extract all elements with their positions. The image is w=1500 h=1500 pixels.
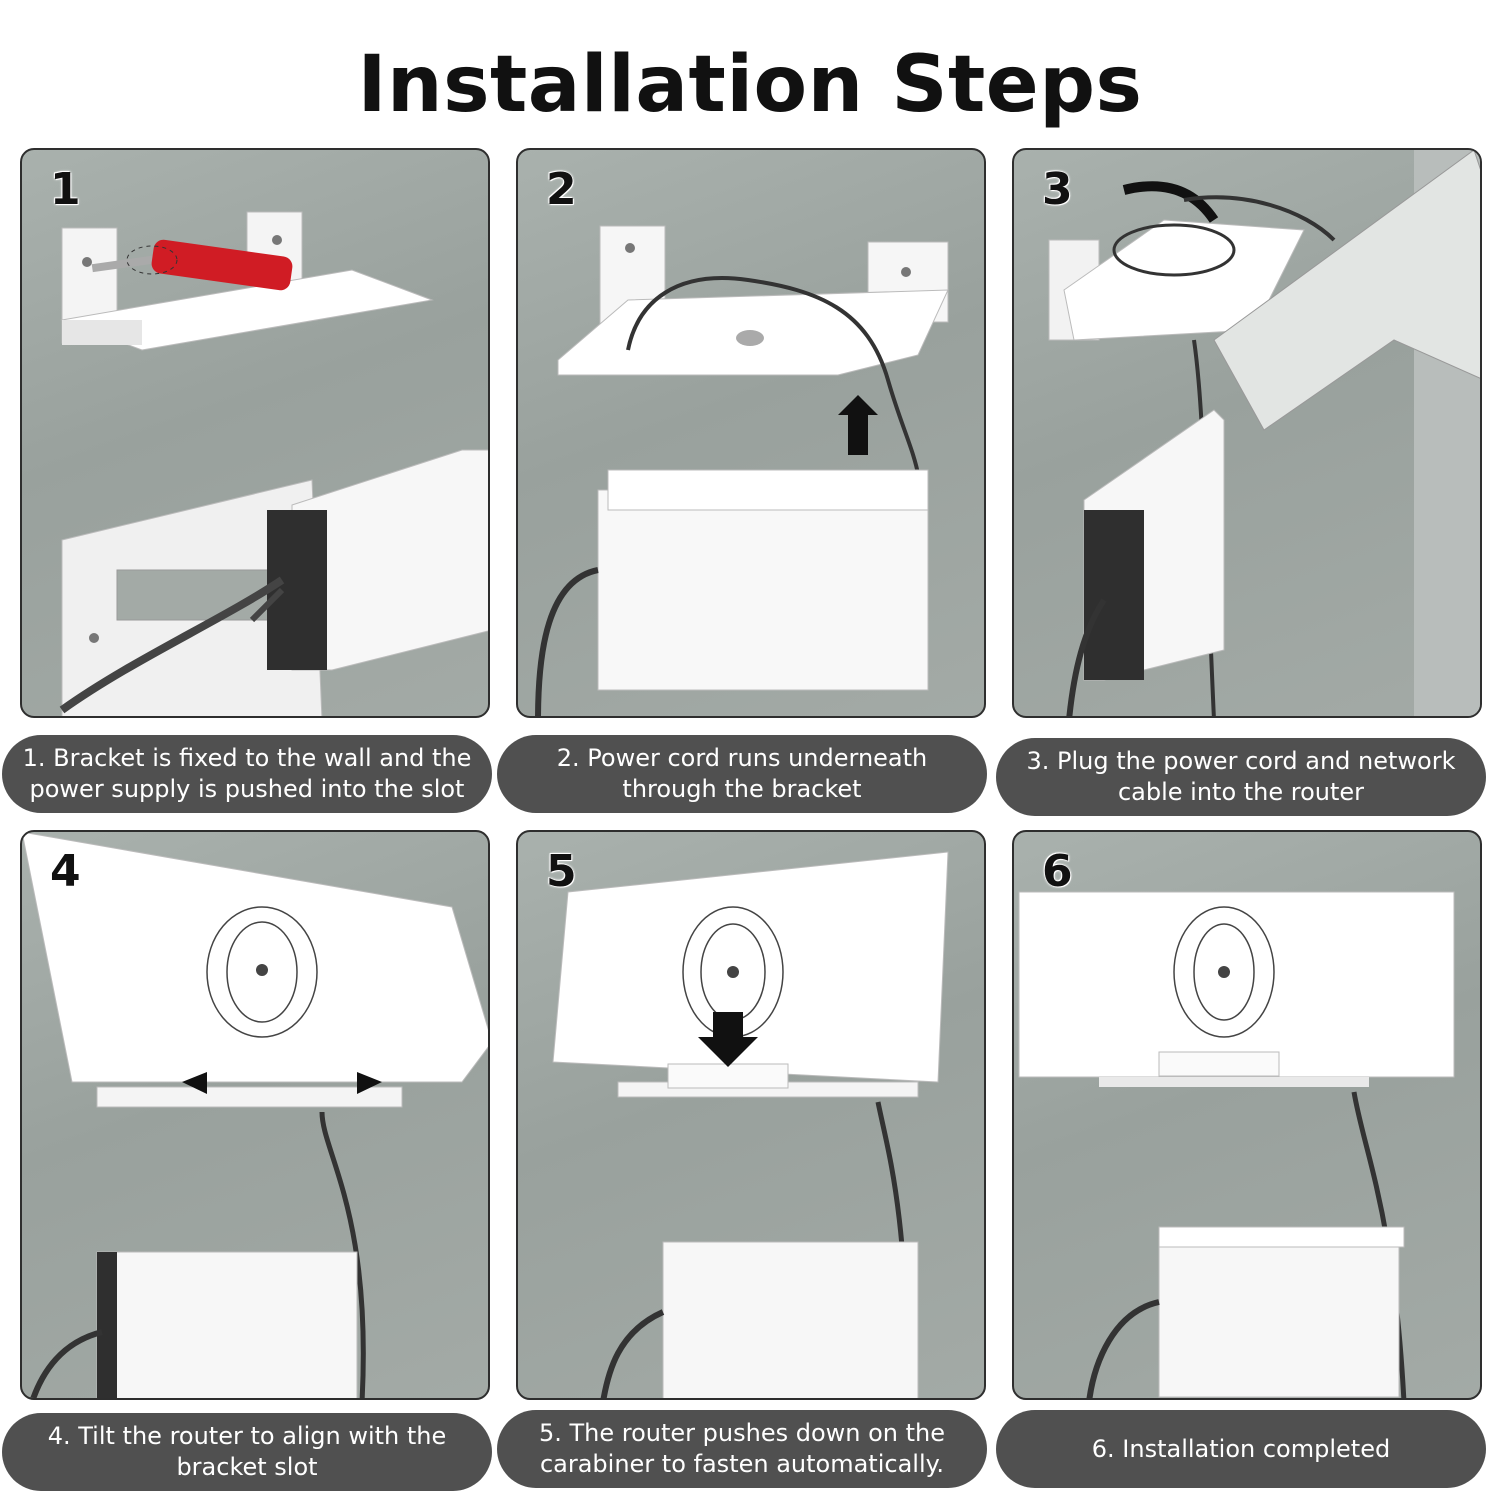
step-number: 5 [546,846,577,897]
step-1-caption: 1. Bracket is fixed to the wall and the … [2,735,492,813]
step-3-illustration [1048,150,1480,716]
step-number: 6 [1042,846,1073,897]
step-5-panel: 5 [516,830,986,1400]
step-2-illustration [535,225,949,716]
step-2-caption: 2. Power cord runs underneath through th… [497,735,987,813]
step-3-caption: 3. Plug the power cord and network cable… [996,738,1486,816]
step-number: 1 [50,164,81,215]
step-6-panel: 6 [1012,830,1482,1400]
step-6-caption: 6. Installation completed [996,1410,1486,1488]
step-5-caption: 5. The router pushes down on the carabin… [497,1410,987,1488]
step-number: 4 [50,846,81,897]
step-6-illustration [1018,891,1455,1398]
step-1-illustration [59,211,488,716]
step-3-panel: 3 [1012,148,1482,718]
step-4-panel: 4 [20,830,490,1400]
step-2-panel: 2 [516,148,986,718]
step-number: 3 [1042,164,1073,215]
step-5-illustration [552,851,949,1398]
step-4-caption: 4. Tilt the router to align with the bra… [2,1413,492,1491]
wifi-logo-icon [206,906,318,1038]
step-4-illustration [22,832,488,1398]
arrow-up-icon [838,395,878,455]
page-title: Installation Steps [357,40,1143,130]
step-number: 2 [546,164,577,215]
step-1-panel: 1 [20,148,490,718]
screwdriver-icon [91,239,293,291]
arrow-down-icon [698,1012,758,1067]
